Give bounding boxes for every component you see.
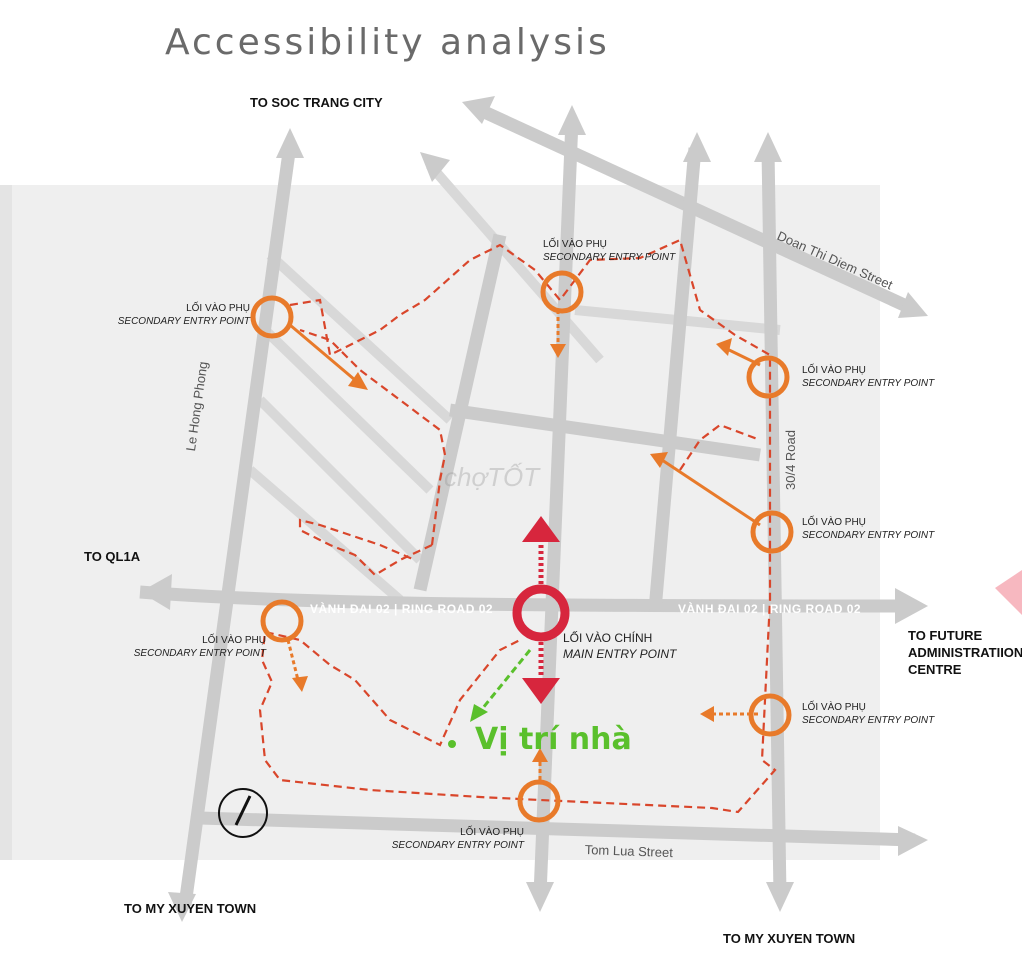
house-pointer [448,649,532,748]
entry-label-en: SECONDARY ENTRY POINT [117,316,250,327]
road-le-hong-phong [178,144,297,906]
entry-arrow-e1 [661,458,761,527]
entry-point-top [540,270,584,314]
road-30-4 [761,149,787,896]
entry-point-w [260,599,304,643]
destination-south-right: TO MY XUYEN TOWN [723,931,856,946]
ring-road-label-right: VÀNH ĐAI 02 | RING ROAD 02 [678,602,862,616]
entry-point-e2 [748,693,792,737]
entry-point-s [517,779,561,823]
arrowhead-north-central [558,105,586,135]
entry-label-e1: LỐI VÀO PHỤ SECONDARY ENTRY POINT [802,516,934,542]
road-central [533,119,579,896]
entry-arrow-nw [289,323,356,382]
main-entry-arrow-down [522,678,560,704]
entry-label-vi: LỐI VÀO PHỤ [802,702,866,713]
arrowhead-north-lhp [276,128,304,158]
entry-point-nw [250,295,294,339]
entry-label-s: LỐI VÀO PHỤ SECONDARY ENTRY POINT [384,826,524,852]
secondary-entry-points [250,270,794,823]
entry-label-en: SECONDARY ENTRY POINT [802,378,935,389]
entry-label-ne: LỐI VÀO PHỤ SECONDARY ENTRY POINT [802,364,934,390]
arrowhead-se-dtd [898,292,928,318]
arrowhead-south-central [526,882,554,912]
destination-north: TO SOC TRANG CITY [250,95,383,110]
entry-label-vi: LỐI VÀO PHỤ [202,635,266,646]
edge-marker [995,570,1022,615]
main-entry [512,516,570,704]
secondary-entry-arrowheads [292,338,732,762]
entry-label-e2: LỐI VÀO PHỤ SECONDARY ENTRY POINT [802,701,934,727]
arrowhead-north-east-mid [683,132,711,162]
arrowhead-north-30-4 [754,132,782,162]
arrowhead-south-30-4 [766,882,794,912]
arrowhead-south-lhp [168,892,196,922]
road-ring-road-02 [139,585,906,613]
main-entry-arrow-up [522,516,560,542]
entry-label-en: SECONDARY ENTRY POINT [543,252,676,263]
entry-label-vi: LỐI VÀO PHỤ [802,365,866,376]
arrowhead-east-tom-lua [898,826,928,856]
entry-label-en: SECONDARY ENTRY POINT [391,840,524,851]
entry-label-top: LỐI VÀO PHỤ SECONDARY ENTRY POINT [543,238,675,264]
entry-point-ne [746,355,790,399]
destination-south-left: TO MY XUYEN TOWN [124,901,257,916]
main-entry-label-vi: LỐI VÀO CHÍNH [563,631,653,645]
destination-east: TO FUTURE ADMINISTRATIION CENTRE [908,628,1022,677]
entry-label-vi: LỐI VÀO PHỤ [186,303,250,314]
entry-label-en: SECONDARY ENTRY POINT [802,715,935,726]
road-inner-east [449,403,761,462]
destination-west: TO QL1A [84,549,141,564]
watermark: chợTỐT [444,462,540,492]
road-doan-thi-diem [477,104,918,316]
arrowhead-nw-minor [420,152,450,182]
entry-label-w: LỐI VÀO PHỤ SECONDARY ENTRY POINT [126,634,266,660]
house-location-label: Vị trí nhà [475,722,632,757]
entry-label-vi: LỐI VÀO PHỤ [460,827,524,838]
entry-label-vi: LỐI VÀO PHỤ [543,239,607,250]
compass-icon [218,788,268,838]
entry-label-vi: LỐI VÀO PHỤ [802,517,866,528]
arrowhead-nw-dtd [462,96,495,124]
road-arrowheads [140,96,928,922]
entry-label-nw: LỐI VÀO PHỤ SECONDARY ENTRY POINT [110,302,250,328]
main-entry-label: LỐI VÀO CHÍNH MAIN ENTRY POINT [563,630,676,662]
entry-point-e1 [750,510,794,554]
arrowhead-east-ring [895,588,928,624]
ring-road-label-left: VÀNH ĐAI 02 | RING ROAD 02 [310,602,494,616]
entry-label-en: SECONDARY ENTRY POINT [133,648,266,659]
page-title: Accessibility analysis [165,22,610,63]
main-entry-circle [512,584,570,642]
entry-label-en: SECONDARY ENTRY POINT [802,530,935,541]
map-background-edge [0,185,12,860]
house-location-dot [448,740,456,748]
road-east-mid [648,147,702,611]
street-30-4-road: 30/4 Road [783,430,798,490]
street-tom-lua: Tom Lua Street [584,842,674,861]
arrowhead-west-ring [140,574,172,610]
road-tom-lua [199,811,916,847]
main-entry-label-en: MAIN ENTRY POINT [563,647,677,661]
